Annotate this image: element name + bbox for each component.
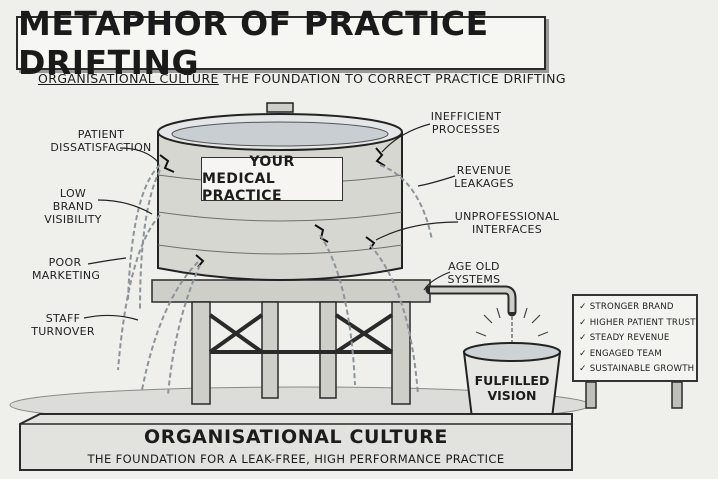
outlet-pipe <box>425 285 517 317</box>
tank-sign: YOUR MEDICAL PRACTICE <box>201 153 343 204</box>
tower-braces <box>208 313 394 354</box>
outcome-text: STEADY REVENUE <box>589 333 670 344</box>
outcome-item: ✓HIGHER PATIENT TRUST <box>579 316 695 332</box>
tank-lid-knob <box>266 102 294 113</box>
bucket-label: FULFILLED VISION <box>470 373 554 403</box>
outcome-item: ✓STRONGER BRAND <box>579 300 691 316</box>
foundation-subtitle: THE FOUNDATION FOR A LEAK-FREE, HIGH PER… <box>87 452 505 466</box>
foundation-slab <box>19 413 573 471</box>
check-icon: ✓ <box>579 333 587 344</box>
tank-sign-line-1: YOUR <box>249 153 295 170</box>
tank-water-surface <box>171 121 389 147</box>
outcome-text: HIGHER PATIENT TRUST <box>589 317 696 328</box>
leak-label-patient-dissatisfaction: PATIENT DISSATISFACTION <box>50 128 152 154</box>
page-title: METAPHOR OF PRACTICE DRIFTING <box>18 4 489 82</box>
leak-label-age-old-systems: AGE OLD SYSTEMS <box>447 260 501 286</box>
outcome-text: SUSTAINABLE GROWTH <box>589 364 695 375</box>
bucket-label-line-2: VISION <box>487 388 537 403</box>
leak-streams <box>117 164 433 396</box>
leader-arrows <box>83 123 459 321</box>
leak-label-staff-turnover: STAFF TURNOVER <box>31 312 95 338</box>
subtitle-underlined: ORGANISATIONAL CULTURE <box>38 71 219 86</box>
leak-label-revenue-leakages: REVENUE LEAKAGES <box>454 164 514 190</box>
board-posts <box>585 381 683 409</box>
check-icon: ✓ <box>579 348 587 359</box>
leak-label-poor-marketing: POOR MARKETING <box>32 256 101 282</box>
outcome-item: ✓ENGAGED TEAM <box>579 347 691 363</box>
foundation-title: ORGANISATIONAL CULTURE <box>143 426 448 448</box>
leak-label-low-brand-visibility: LOW BRAND VISIBILITY <box>44 187 102 226</box>
tower-stand <box>151 279 431 405</box>
outcomes-board: ✓STRONGER BRAND ✓HIGHER PATIENT TRUST ✓S… <box>572 294 698 382</box>
leak-label-unprofessional-interfaces: UNPROFESSIONAL INTERFACES <box>454 210 560 236</box>
check-icon: ✓ <box>579 302 587 312</box>
outcome-item: ✓STEADY REVENUE <box>579 331 691 347</box>
check-icon: ✓ <box>579 317 587 328</box>
subtitle: ORGANISATIONAL CULTURE THE FOUNDATION TO… <box>38 71 566 86</box>
tank-sign-line-2: MEDICAL PRACTICE <box>202 170 282 204</box>
outcome-text: ENGAGED TEAM <box>589 348 662 359</box>
leak-label-inefficient-processes: INEFFICIENT PROCESSES <box>430 110 502 136</box>
title-banner: METAPHOR OF PRACTICE DRIFTING <box>16 4 546 82</box>
bucket-glow <box>475 307 549 337</box>
subtitle-rest: THE FOUNDATION TO CORRECT PRACTICE DRIFT… <box>223 71 566 86</box>
outcome-text: STRONGER BRAND <box>589 302 674 312</box>
bucket-label-line-1: FULFILLED <box>474 373 550 388</box>
check-icon: ✓ <box>579 364 587 375</box>
outcome-item: ✓SUSTAINABLE GROWTH <box>579 362 694 378</box>
